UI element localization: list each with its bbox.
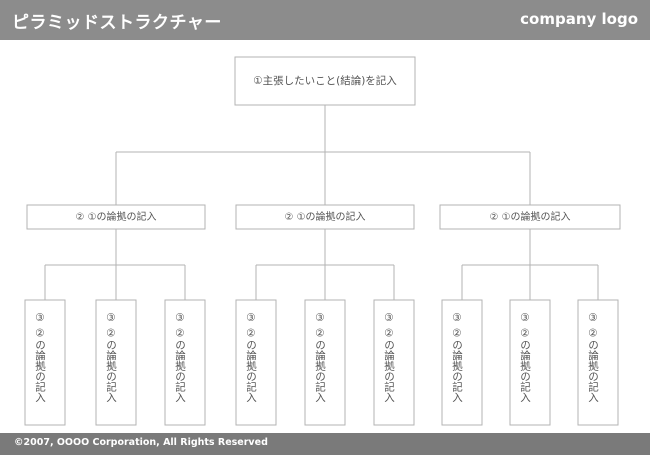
level2-box-2	[235, 204, 415, 230]
level2-box-1	[26, 204, 206, 230]
level3-box-5	[304, 299, 346, 426]
level3-box-7	[441, 299, 483, 426]
copyright-text: ©2007, OOOO Corporation, All Rights Rese…	[14, 437, 268, 448]
level2-text-1: ② ①の論拠の記入	[75, 210, 156, 223]
level3-box-8	[509, 299, 551, 426]
footer-bar: ©2007, OOOO Corporation, All Rights Rese…	[0, 433, 650, 455]
header-bar: ピラミッドストラクチャー company logo	[0, 0, 650, 40]
level3-box-9	[577, 299, 619, 426]
level2-text-2: ② ①の論拠の記入	[284, 210, 365, 223]
level3-box-6	[373, 299, 415, 426]
level2-text-3: ② ①の論拠の記入	[489, 210, 570, 223]
level3-box-3	[164, 299, 206, 426]
level3-text-5: ③ ②の論拠の記入	[314, 312, 326, 402]
level3-text-9: ③ ②の論拠の記入	[587, 312, 599, 402]
level3-text-2: ③ ②の論拠の記入	[105, 312, 117, 402]
level3-box-1	[24, 299, 66, 426]
level3-box-2	[95, 299, 137, 426]
level3-text-3: ③ ②の論拠の記入	[174, 312, 186, 402]
level3-text-4: ③ ②の論拠の記入	[245, 312, 257, 402]
company-logo: company logo	[520, 10, 638, 28]
diagram-boxes: ①主張したいこと(結論)を記入 ② ①の論拠の記入 ② ①の論拠の記入 ② ①の論拠の…	[24, 56, 621, 426]
level3-text-6: ③ ②の論拠の記入	[383, 312, 395, 402]
level3-text-8: ③ ②の論拠の記入	[519, 312, 531, 402]
level2-box-3	[439, 204, 621, 230]
level3-box-4	[235, 299, 277, 426]
top-conclusion-box	[234, 56, 416, 106]
level3-text-7: ③ ②の論拠の記入	[451, 312, 463, 402]
page-title: ピラミッドストラクチャー	[12, 13, 222, 33]
level3-text-1: ③ ②の論拠の記入	[34, 312, 46, 402]
connector-lines	[44, 105, 599, 300]
top-conclusion-text: ①主張したいこと(結論)を記入	[253, 74, 397, 87]
